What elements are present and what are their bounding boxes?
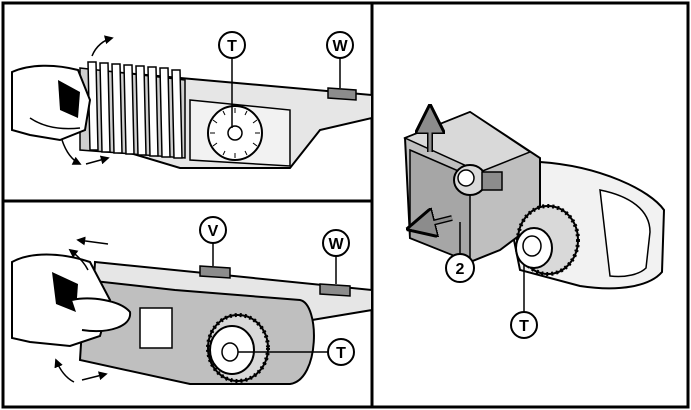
dial-center	[227, 125, 243, 141]
callout-w-bottom-label: W	[328, 236, 344, 253]
callout-t-right	[510, 311, 538, 339]
screw-shaft	[481, 171, 503, 191]
callout-w-bottom	[322, 229, 350, 257]
callout-w-top-label: W	[332, 38, 348, 55]
callout-t-top	[218, 31, 246, 59]
hand-shadow	[52, 272, 78, 312]
callout-t-bottom	[327, 338, 355, 366]
rotate-arrow-up	[91, 35, 114, 57]
callout-t-top-label: T	[227, 38, 237, 55]
pull-arrow-top	[76, 236, 109, 246]
dial-knob-center	[522, 235, 542, 257]
rotate-arrow-bottom	[54, 358, 75, 383]
callout-w-top	[326, 31, 354, 59]
callout-t-bottom-label: T	[336, 345, 346, 362]
knob-center	[221, 342, 239, 362]
thumb	[71, 297, 132, 332]
callout-t-right-label: T	[519, 318, 529, 335]
callout-2-label: 2	[456, 261, 465, 278]
callout-v	[199, 216, 227, 244]
rotate-arrow-top	[68, 248, 89, 271]
slider-w	[319, 283, 351, 297]
knob-knurling	[206, 313, 270, 383]
slider-v	[199, 265, 231, 279]
slider-w	[327, 87, 357, 101]
panel-top-left: T W	[11, 31, 373, 169]
removal-arrow-left-fill	[411, 216, 453, 230]
hand	[11, 64, 92, 142]
push-arrow	[85, 155, 110, 165]
hand-finger-line	[29, 117, 81, 130]
callout-2	[445, 253, 475, 283]
push-arrow-bottom	[81, 371, 108, 381]
rotate-arrow-down	[61, 139, 82, 165]
dial-ticks	[210, 108, 260, 158]
screw-socket	[457, 169, 475, 187]
panel-right: 2 T	[405, 110, 666, 339]
ribbed-grip	[79, 61, 186, 159]
housing-end-cap	[599, 189, 651, 278]
panel-bottom-left: V W T	[11, 216, 373, 385]
callout-v-label: V	[208, 223, 219, 240]
hand-shadow	[58, 80, 80, 118]
carriage-slot	[139, 307, 173, 349]
